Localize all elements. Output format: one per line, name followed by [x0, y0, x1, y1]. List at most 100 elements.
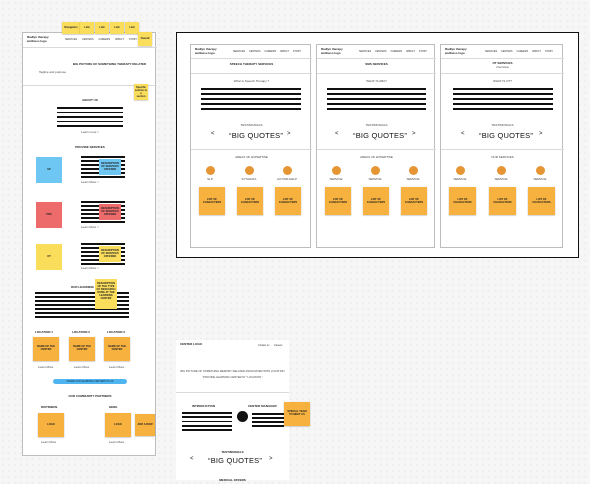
divider: [441, 58, 564, 59]
nav-item[interactable]: CENTERS: [249, 50, 261, 53]
link-sticky: Link: [110, 22, 124, 34]
characters-card: LIST OF CHARACTERS: [528, 187, 555, 215]
next-arrow[interactable]: >: [539, 131, 543, 137]
service-desc-card: DESCRIPTION OF SERVICES OFFERED: [99, 246, 121, 262]
page-question: WHAT IS ABA?: [366, 79, 387, 83]
overall-sticky: Overall: [138, 32, 152, 46]
testimonials-heading: TESTIMONIALS: [365, 123, 388, 127]
expertise-label: AUTISM HELP: [276, 177, 297, 181]
prev-arrow[interactable]: <: [211, 131, 215, 137]
areas-heading: AREAS OF EXPERTISE: [360, 155, 393, 159]
partner-logo[interactable]: LOGO: [105, 413, 131, 437]
divider: [317, 149, 436, 150]
divider: [317, 58, 436, 59]
location-label: LOCATION 1: [35, 330, 53, 334]
service-tile-ot[interactable]: OT: [36, 244, 62, 270]
location-learn-more[interactable]: Learn More: [38, 365, 54, 369]
service-dot: [456, 166, 465, 175]
nav-item[interactable]: STORY: [128, 38, 138, 41]
tagline: Tagline and purpose: [39, 70, 67, 74]
manager-note-sticky: SPECIAL TEAM TO MEET US: [284, 402, 310, 426]
expertise-dot: [206, 166, 215, 175]
nav-item[interactable]: IMPACT: [406, 50, 415, 53]
nav-item[interactable]: SERVICES: [65, 38, 78, 41]
next-arrow[interactable]: >: [287, 131, 291, 137]
service-tile-prs[interactable]: PRS: [36, 202, 62, 228]
page-title: SMS SERVICES: [365, 62, 388, 66]
nav-item[interactable]: CAREERS: [390, 50, 403, 53]
location-learn-more[interactable]: Learn More: [74, 365, 90, 369]
nav-sticky: Navigation: [62, 22, 80, 34]
partners-heading: OUR COMMUNITY PARTNERS: [68, 394, 112, 398]
share-centers-button[interactable]: SHARE OUR LEARNING CENTERS TO US: [53, 379, 127, 384]
nav-item[interactable]: SERVICES: [485, 50, 498, 53]
characters-card: LIST OF CHARACTERS: [401, 187, 427, 215]
service-learn-more[interactable]: Learn More >: [81, 180, 99, 184]
next-arrow[interactable]: >: [412, 131, 416, 137]
big-quote: “BIG QUOTES”: [353, 131, 408, 140]
divider: [317, 73, 436, 74]
location-card[interactable]: NAME OF THE CENTER: [33, 337, 59, 361]
page-logo: Radlyn therapy wellness logo: [321, 47, 343, 55]
service-tile-sp[interactable]: SP: [36, 157, 62, 183]
nav-item[interactable]: CAREERS: [98, 38, 111, 41]
hero-heading: BIG PICTURE OF SOMETHING THERAPY RELATED: [73, 62, 147, 66]
page-nav: SERVICES CENTERS CAREERS IMPACT STORY: [359, 50, 427, 53]
prev-arrow[interactable]: <: [335, 131, 339, 137]
link-sticky: Link: [95, 22, 109, 34]
nav-item[interactable]: Careers: [274, 344, 283, 347]
center-footer: MEDICAL OFFERS: [219, 478, 246, 482]
page-question: WHAT IS OT?: [493, 79, 512, 83]
characters-card: LIST OF CHARACTERS: [237, 187, 263, 215]
nav-item[interactable]: STORY: [418, 50, 428, 53]
service-learn-more[interactable]: Learn More >: [81, 266, 99, 270]
service-label: SERVICE: [494, 177, 508, 181]
partner-learn-more[interactable]: Learn More: [41, 440, 57, 444]
service-page-sms: Radlyn therapy wellness logo SERVICES CE…: [316, 44, 436, 248]
question-text: [327, 88, 426, 110]
about-learn-more[interactable]: Learn more >: [81, 130, 99, 134]
service-page-speech: Radlyn therapy wellness logo SERVICES CE…: [190, 44, 312, 248]
service-learn-more[interactable]: Learn More >: [81, 225, 99, 229]
areas-heading: OUR SERVICES: [491, 155, 514, 159]
prev-arrow[interactable]: <: [190, 456, 194, 462]
location-learn-more[interactable]: Learn More: [109, 365, 125, 369]
page-title: SPEECH THERAPY SERVICES: [229, 62, 274, 66]
divider: [23, 47, 157, 48]
prev-arrow[interactable]: <: [461, 131, 465, 137]
page-question: What Is Speech Therapy ?: [233, 79, 270, 83]
divider: [191, 73, 312, 74]
big-quote: “BIG QUOTES”: [208, 456, 263, 465]
divider: [191, 149, 312, 150]
home-logo: Radlyn therapy wellness logo: [27, 35, 49, 43]
expertise-label: SLP: [207, 177, 213, 181]
nav-item[interactable]: CENTERS: [82, 38, 94, 41]
next-arrow[interactable]: >: [269, 456, 273, 462]
nav-item[interactable]: Contact us: [258, 344, 270, 347]
nav-item[interactable]: STORY: [292, 50, 302, 53]
nav-item[interactable]: CAREERS: [264, 50, 277, 53]
nav-item[interactable]: IMPACT: [115, 38, 124, 41]
partner-logo[interactable]: LOGO: [38, 413, 64, 437]
nav-item[interactable]: CAREERS: [516, 50, 529, 53]
intro-text: [182, 412, 232, 431]
nav-item[interactable]: CENTERS: [375, 50, 387, 53]
intro-label: INTRODUCTION: [192, 404, 215, 408]
nav-item[interactable]: IMPACT: [280, 50, 289, 53]
divider: [176, 392, 289, 393]
partner-learn-more[interactable]: Learn More: [109, 440, 125, 444]
location-card[interactable]: NAME OF THE CENTER: [104, 337, 130, 361]
section-sticky: Specific section to a section: [134, 84, 148, 100]
page-nav: SERVICES CENTERS CAREERS IMPACT STORY: [233, 50, 301, 53]
expertise-dot: [409, 166, 418, 175]
nav-item[interactable]: STORY: [544, 50, 554, 53]
question-text: [453, 88, 553, 110]
areas-heading: AREAS OF EXPERTISE: [235, 155, 268, 159]
nav-item[interactable]: SERVICES: [233, 50, 246, 53]
nav-item[interactable]: SERVICES: [359, 50, 372, 53]
location-card[interactable]: NAME OF THE CENTER: [69, 337, 95, 361]
characters-card: LIST OF CHARACTERS: [363, 187, 389, 215]
nav-item[interactable]: CENTERS: [501, 50, 513, 53]
nav-item[interactable]: IMPACT: [532, 50, 541, 53]
divider: [23, 85, 157, 86]
